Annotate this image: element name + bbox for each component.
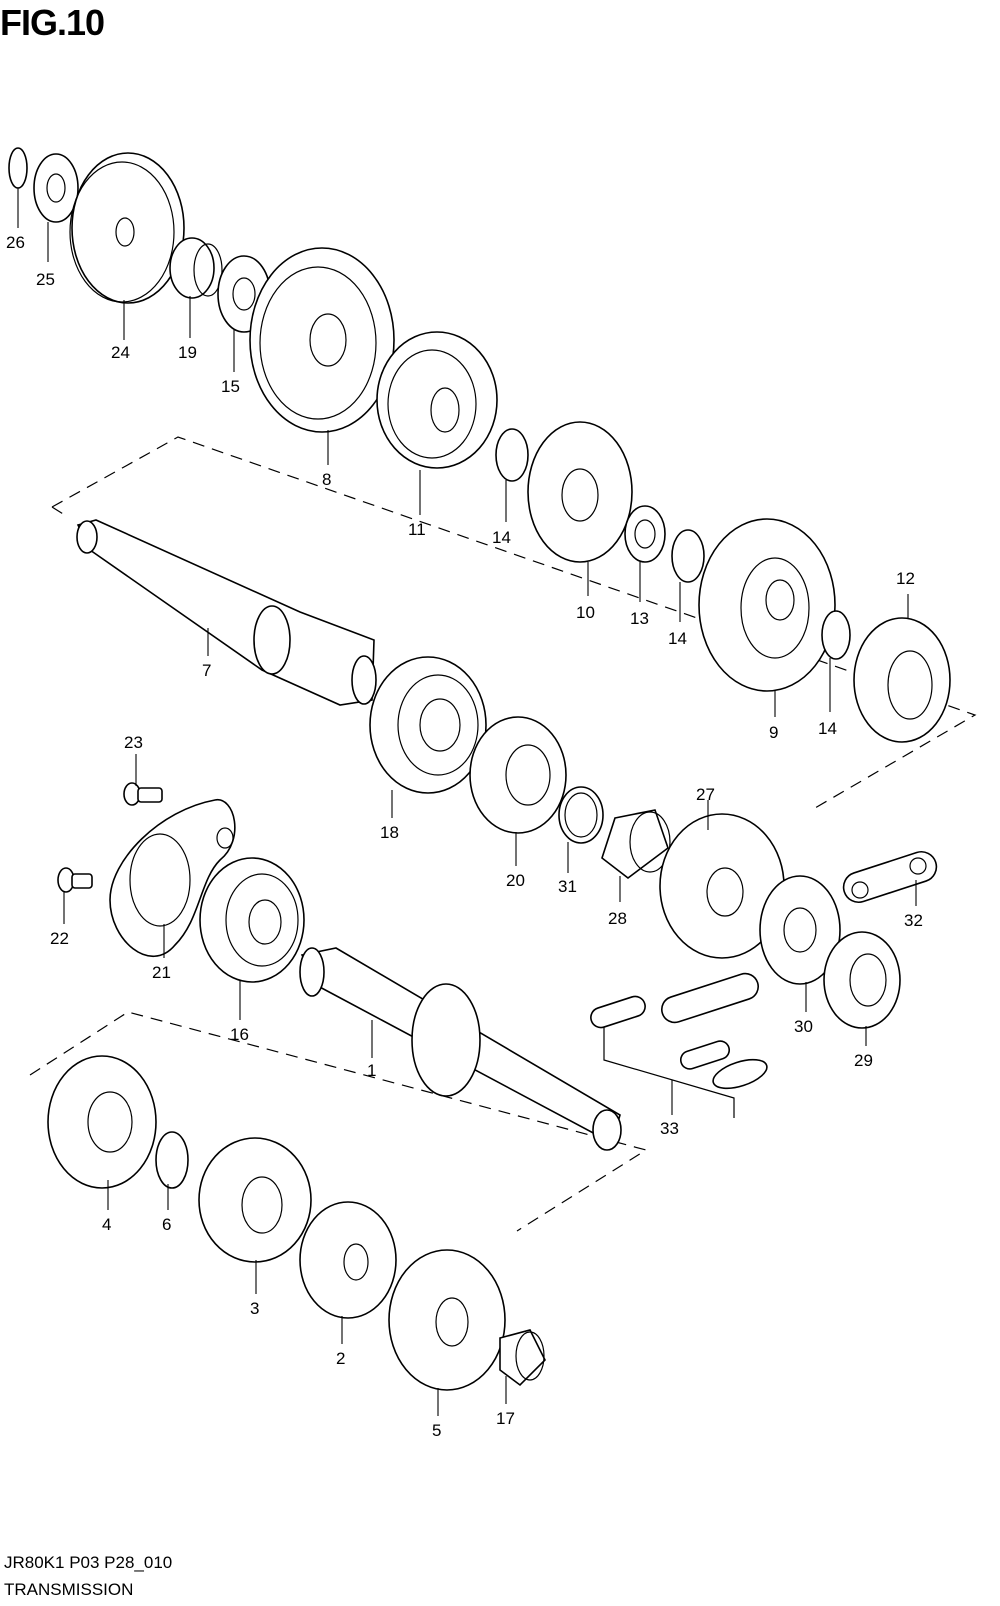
bearing-retainer-21 <box>109 799 236 958</box>
seal-20 <box>469 716 567 834</box>
sprocket-27 <box>659 813 785 959</box>
gear-5 <box>388 1249 506 1391</box>
washer-25 <box>33 153 79 223</box>
gear-3 <box>198 1137 312 1263</box>
callout-14-a: 14 <box>492 528 511 547</box>
callout-7: 7 <box>202 661 211 680</box>
callout-23: 23 <box>124 733 143 752</box>
callout-labels: 26 25 24 19 15 8 11 14 10 13 14 12 9 14 … <box>6 233 923 1440</box>
countershaft-group-outline <box>51 436 977 809</box>
gear-2 <box>299 1201 397 1319</box>
callout-25: 25 <box>36 270 55 289</box>
bushing-17 <box>499 1329 546 1387</box>
spacer-28 <box>601 809 671 880</box>
countershaft-7 <box>76 519 377 706</box>
callout-13: 13 <box>630 609 649 628</box>
o-ring-31 <box>558 786 604 844</box>
callout-19: 19 <box>178 343 197 362</box>
figure-title: FIG.10 <box>0 2 105 43</box>
gear-4 <box>47 1055 157 1189</box>
bearing-18 <box>369 656 487 794</box>
callout-21: 21 <box>152 963 171 982</box>
callout-1: 1 <box>367 1061 376 1080</box>
callout-33: 33 <box>660 1119 679 1138</box>
callout-26: 26 <box>6 233 25 252</box>
callout-32: 32 <box>904 911 923 930</box>
callout-5: 5 <box>432 1421 441 1440</box>
callout-31: 31 <box>558 877 577 896</box>
circlip-14b <box>671 529 705 583</box>
diagram-subtitle: TRANSMISSION <box>4 1580 134 1599</box>
callout-16: 16 <box>230 1025 249 1044</box>
callout-11: 11 <box>408 520 426 539</box>
callout-15: 15 <box>221 377 240 396</box>
circlip-14a <box>495 428 529 482</box>
chain-32 <box>842 851 938 903</box>
leader-lines <box>17 188 917 1416</box>
callout-8: 8 <box>322 470 331 489</box>
callout-9: 9 <box>769 723 778 742</box>
chain-joint-bracket <box>603 1020 735 1118</box>
gear-8 <box>249 247 395 433</box>
callout-12: 12 <box>896 569 915 588</box>
seal-29 <box>823 931 901 1029</box>
callout-10: 10 <box>576 603 595 622</box>
callout-29: 29 <box>854 1051 873 1070</box>
bushing-19 <box>169 237 223 299</box>
gear-12 <box>853 617 951 743</box>
callout-24: 24 <box>111 343 130 362</box>
screw-23 <box>123 782 163 806</box>
callout-18: 18 <box>380 823 399 842</box>
callout-28: 28 <box>608 909 627 928</box>
gear-24 <box>69 152 185 304</box>
screw-22 <box>57 867 93 893</box>
callout-27: 27 <box>696 785 715 804</box>
diagram-code: JR80K1 P03 P28_010 <box>4 1553 173 1572</box>
callout-4: 4 <box>102 1215 111 1234</box>
callout-14-b: 14 <box>668 629 687 648</box>
gear-9 <box>698 518 836 692</box>
gear-10 <box>527 421 633 563</box>
circlip-26 <box>8 147 28 189</box>
circlip-14c <box>821 610 851 660</box>
bearing-16 <box>199 857 305 983</box>
callout-22: 22 <box>50 929 69 948</box>
callout-14-c: 14 <box>818 719 837 738</box>
callout-17: 17 <box>496 1409 515 1428</box>
callout-20: 20 <box>506 871 525 890</box>
washer-13 <box>624 505 666 563</box>
callout-2: 2 <box>336 1349 345 1368</box>
callout-6: 6 <box>162 1215 171 1234</box>
chain-joint-33 <box>590 972 768 1090</box>
gear-11 <box>376 331 498 469</box>
driveshaft-1 <box>299 947 622 1151</box>
circlip-6 <box>155 1131 189 1189</box>
callout-30: 30 <box>794 1017 813 1036</box>
washer-30 <box>759 875 841 985</box>
callout-3: 3 <box>250 1299 259 1318</box>
driveshaft-group-outline <box>29 1011 648 1232</box>
